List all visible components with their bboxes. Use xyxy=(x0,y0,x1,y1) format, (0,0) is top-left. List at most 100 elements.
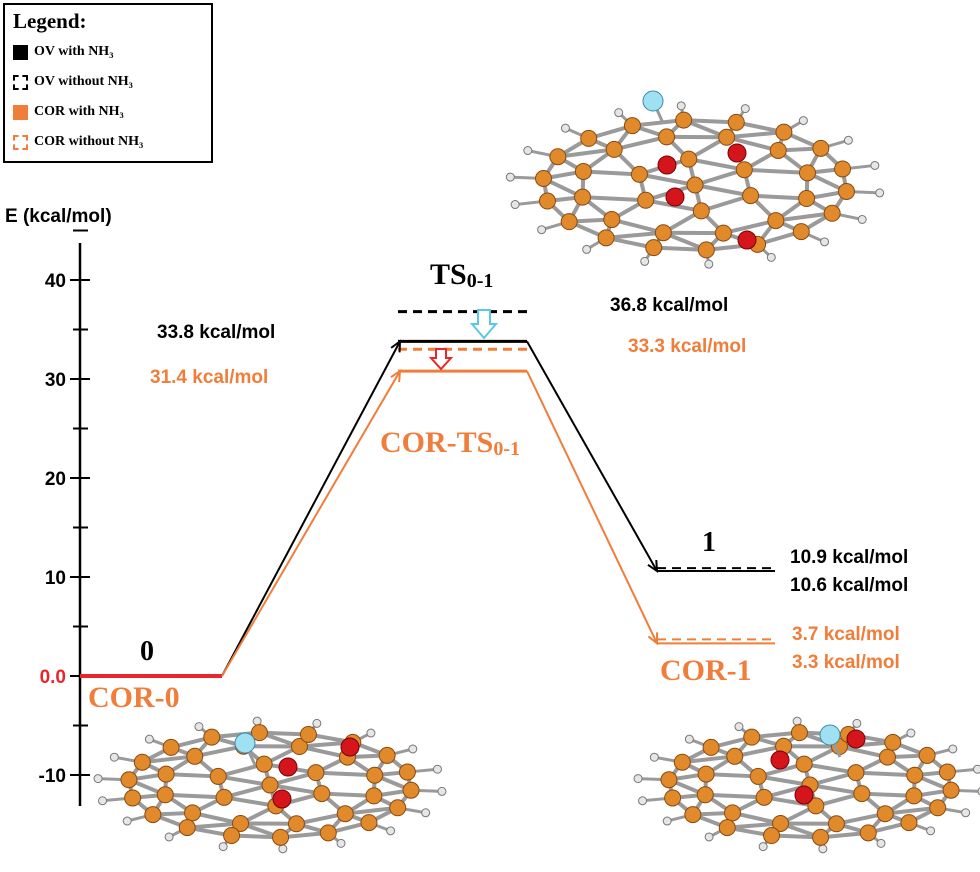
carbon-atom xyxy=(299,725,317,743)
carbon-atom xyxy=(763,827,781,845)
annotation-p1-cor-without: 3.7 kcal/mol xyxy=(792,624,900,645)
hydrogen-atom xyxy=(312,718,322,728)
hydrogen-atom xyxy=(684,734,694,744)
carbon-atom xyxy=(792,223,810,241)
molecule-structure-1 xyxy=(633,716,980,854)
hydrogen-atom xyxy=(820,237,830,247)
bond xyxy=(855,770,915,778)
carbon-atom xyxy=(718,128,736,146)
hydrogen-atom xyxy=(252,716,262,726)
carbon-atom xyxy=(735,161,753,179)
carbon-atom xyxy=(714,224,732,242)
y-tick-label: 30 xyxy=(45,370,66,391)
state-label-1: 1 xyxy=(702,527,716,558)
hydrogen-atom xyxy=(366,728,376,738)
bond xyxy=(582,195,646,203)
bond xyxy=(727,821,781,830)
carbon-atom xyxy=(918,746,936,764)
carbon-atom xyxy=(398,763,416,781)
carbon-atom xyxy=(812,139,830,157)
carbon-atom xyxy=(630,165,648,183)
hydrogen-atom xyxy=(852,718,862,728)
legend-item: COR without NH₃ xyxy=(13,131,143,153)
bond xyxy=(683,118,737,125)
oxygen-atom xyxy=(340,737,360,757)
carbon-atom xyxy=(878,748,896,766)
bond xyxy=(694,183,751,198)
bond xyxy=(750,193,807,201)
hydrogen-atom xyxy=(857,214,867,224)
hydrogen-atom xyxy=(948,744,958,754)
nitrogen-atom xyxy=(819,724,841,746)
oxygen-atom xyxy=(794,785,814,805)
hydrogen-atom xyxy=(640,256,650,266)
carbon-atom xyxy=(603,211,621,229)
carbon-atom xyxy=(798,164,816,182)
carbon-atom xyxy=(623,117,641,135)
bond xyxy=(187,821,241,830)
hydrogen-atom xyxy=(649,752,659,762)
annotation-p1-cor-with: 3.3 kcal/mol xyxy=(792,652,900,673)
connector-ov-ts-1-head xyxy=(647,560,659,574)
hydrogen-atom xyxy=(977,787,980,796)
hydrogen-atom xyxy=(505,172,515,182)
carbon-atom xyxy=(692,202,710,220)
hydrogen-atom xyxy=(144,734,154,744)
bond xyxy=(605,230,664,240)
state-label-cor-0: COR-0 xyxy=(88,681,180,714)
carbon-atom xyxy=(184,804,202,822)
carbon-atom xyxy=(144,806,162,824)
hydrogen-atom xyxy=(758,842,768,852)
hydrogen-atom xyxy=(798,116,808,126)
down-arrow-cyan-icon xyxy=(469,309,499,340)
carbon-atom xyxy=(597,229,615,247)
carbon-atom xyxy=(876,805,894,823)
carbon-atom xyxy=(223,827,241,845)
hydrogen-atom xyxy=(704,832,714,842)
carbon-atom xyxy=(272,828,290,846)
carbon-atom xyxy=(178,819,196,837)
carbon-atom xyxy=(250,724,268,742)
bond xyxy=(722,218,777,236)
carbon-atom xyxy=(319,824,337,842)
carbon-atom xyxy=(261,776,279,794)
carbon-atom xyxy=(767,212,785,230)
bond xyxy=(639,172,696,187)
connector-ov-0-ts xyxy=(221,340,401,677)
carbon-atom xyxy=(697,765,715,783)
bond xyxy=(694,167,745,187)
hydrogen-atom xyxy=(510,200,520,210)
legend-item: COR with NH₃ xyxy=(13,101,124,123)
carbon-atom xyxy=(313,785,331,803)
carbon-atom xyxy=(232,814,250,832)
carbon-atom xyxy=(673,753,691,771)
carbon-atom xyxy=(847,764,865,782)
legend-swatch-ov-without xyxy=(13,74,28,90)
carbon-atom xyxy=(287,815,305,833)
annotation-p1-ov-with: 10.6 kcal/mol xyxy=(790,575,908,596)
hydrogen-atom xyxy=(218,842,228,852)
carbon-atom xyxy=(772,814,790,832)
bond xyxy=(726,135,779,153)
carbon-atom xyxy=(156,786,174,804)
carbon-atom xyxy=(124,789,142,807)
carbon-atom xyxy=(718,819,736,837)
y-axis-label: E (kcal/mol) xyxy=(5,206,112,227)
annotation-ts-cor-without: 33.3 kcal/mol xyxy=(628,336,746,357)
bond xyxy=(744,167,808,175)
bond xyxy=(269,783,323,796)
hydrogen-atom xyxy=(537,225,547,235)
y-tick-label: 10 xyxy=(45,568,66,589)
bond xyxy=(653,245,707,252)
bond xyxy=(706,772,759,779)
nitrogen-atom xyxy=(642,90,664,112)
hydrogen-atom xyxy=(843,135,853,145)
carbon-atom xyxy=(900,814,918,832)
legend-swatch-ov-with xyxy=(13,44,28,60)
hydrogen-atom xyxy=(164,832,174,842)
legend-item: OV with NH₃ xyxy=(13,41,113,63)
hydrogen-atom xyxy=(523,146,533,156)
hydrogen-atom xyxy=(792,716,802,726)
carbon-atom xyxy=(360,814,378,832)
bond xyxy=(726,130,785,140)
